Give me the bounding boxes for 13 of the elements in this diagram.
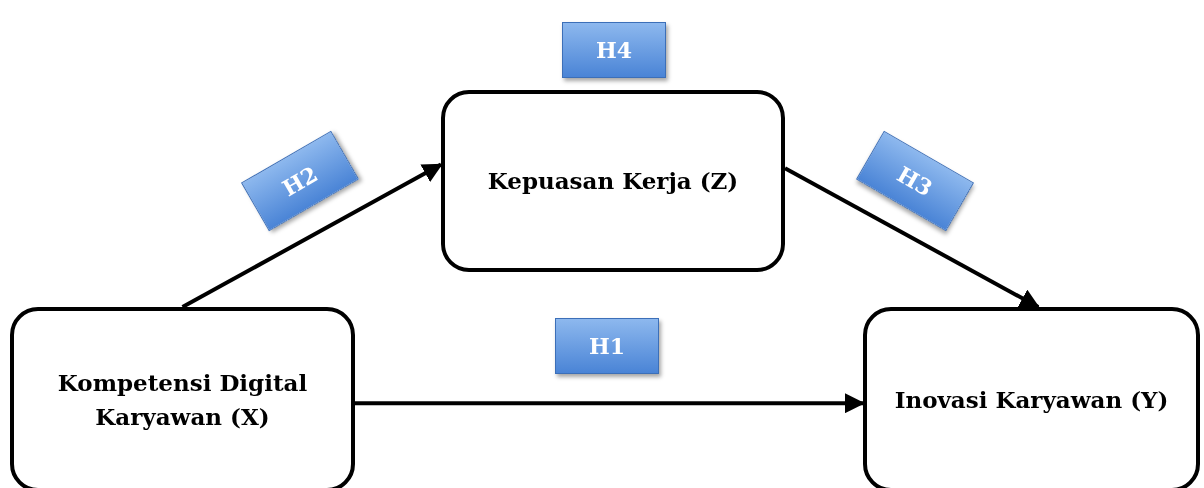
arrow — [784, 166, 1040, 309]
rounded-box — [441, 90, 785, 272]
box-label: Inovasi Karyawan (Y) — [894, 384, 1169, 415]
hypothesis-tag: H4 — [562, 22, 666, 78]
arrow — [181, 162, 443, 309]
edge-label: H3 — [855, 130, 975, 232]
rounded-box — [10, 307, 355, 488]
edge-label: H1 — [555, 318, 659, 374]
arrow — [355, 393, 865, 414]
box-label: Kepuasan Kerja (Z) — [487, 166, 739, 197]
box-label: Kompetensi Digital Karyawan (X) — [56, 368, 309, 432]
rounded-box — [863, 307, 1200, 488]
edge-label: H2 — [240, 130, 360, 232]
